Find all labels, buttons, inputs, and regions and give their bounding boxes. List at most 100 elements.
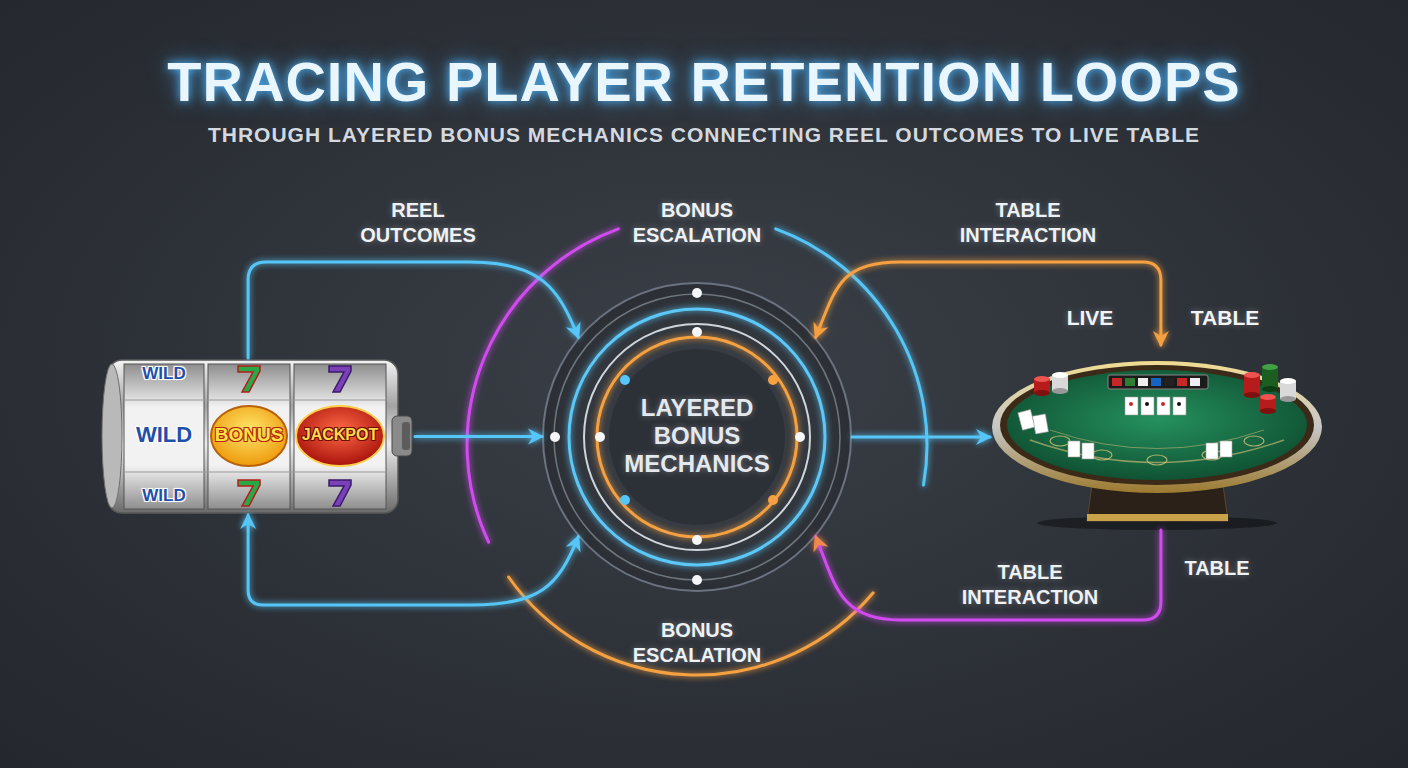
- playing-card: [1033, 414, 1049, 434]
- chip-stack: [1262, 386, 1278, 392]
- playing-card: [1220, 441, 1232, 457]
- playing-card: [1173, 397, 1186, 415]
- seven-symbol: [238, 480, 260, 506]
- chip-tray: [1112, 378, 1122, 386]
- chip-tray: [1190, 378, 1200, 386]
- betting-spot: [1092, 450, 1112, 460]
- table-heading: TABLE: [1180, 305, 1270, 331]
- ring-node-dot: [550, 432, 560, 442]
- chip-tray: [1164, 378, 1174, 386]
- ring-label: BONUS ESCALATION: [612, 618, 782, 668]
- chip-stack: [1244, 392, 1260, 398]
- edge-label: REEL OUTCOMES: [348, 198, 488, 248]
- betting-spot: [1147, 455, 1167, 465]
- ring-node-dot: [620, 495, 630, 505]
- slot-body: [402, 422, 410, 450]
- playing-card: [1157, 397, 1170, 415]
- ring: [584, 324, 810, 550]
- ring-node-dot: [692, 288, 702, 298]
- ring-node-dot: [768, 375, 778, 385]
- table-heading: LIVE: [1050, 305, 1130, 331]
- table-top: [1000, 365, 1314, 485]
- edge-label: TABLE INTERACTION: [940, 560, 1120, 610]
- reel-symbol: WILD: [114, 486, 214, 506]
- chip-stack: [1244, 372, 1260, 378]
- edge-label: TABLE INTERACTION: [938, 198, 1118, 248]
- chip-stack: [1260, 394, 1276, 400]
- playing-card: [1018, 409, 1035, 430]
- chip-stack: [1052, 388, 1068, 394]
- chip-stack: [1052, 372, 1068, 378]
- playing-card: [1129, 402, 1133, 406]
- slot-body: [102, 360, 412, 513]
- connector-arrow: [816, 262, 1161, 345]
- live-table-illustration: [990, 345, 1325, 530]
- ring-node-dot: [692, 535, 702, 545]
- diagram-title: TRACING PLAYER RETENTION LOOPS: [0, 50, 1408, 114]
- seven-symbol: [329, 480, 351, 506]
- chip-tray: [1138, 378, 1148, 386]
- playing-card: [1206, 443, 1218, 459]
- connector-arrow: [415, 435, 542, 438]
- reel-symbol: JACKPOT: [280, 426, 400, 444]
- chip-stack: [1262, 364, 1278, 370]
- chip-stack: [1260, 408, 1276, 414]
- ring-node-dot: [692, 575, 702, 585]
- ring: [543, 283, 851, 591]
- chip-tray: [1177, 378, 1187, 386]
- bonus-core-circle: LAYERED BONUS MECHANICS: [542, 282, 852, 592]
- playing-card: [1141, 397, 1154, 415]
- connector-arrow: [816, 530, 1161, 620]
- playing-card: [1018, 397, 1232, 459]
- seven-symbol: [238, 366, 260, 392]
- ring-node-dot: [692, 327, 702, 337]
- chip-stack: [1034, 376, 1050, 382]
- playing-card: [1145, 402, 1149, 406]
- playing-card: [1068, 441, 1080, 457]
- connector-arrow: [852, 436, 990, 439]
- slot-body: [102, 364, 122, 508]
- reel-symbol: BONUS: [199, 424, 299, 446]
- ring: [569, 309, 825, 565]
- betting-spot: [1244, 436, 1264, 446]
- table-tag: TABLE: [1172, 556, 1262, 581]
- playing-card: [1125, 397, 1138, 415]
- ring-node-dot: [595, 432, 605, 442]
- chip-stack: [1280, 396, 1296, 402]
- connector-arrow: [248, 262, 578, 358]
- betting-spot: [1050, 436, 1264, 465]
- ring: [554, 294, 840, 580]
- live-table: LIVETABLE: [990, 345, 1325, 530]
- ring-label: BONUS ESCALATION: [612, 198, 782, 248]
- seven-symbol: [329, 366, 351, 392]
- ring-node-dot: [550, 288, 805, 585]
- chip-tray: [1108, 375, 1208, 389]
- escalation-arc: [467, 229, 927, 675]
- playing-card: [1082, 443, 1094, 459]
- ring-node-dot: [795, 432, 805, 442]
- table-base: [1087, 514, 1228, 521]
- playing-card: [1177, 402, 1181, 406]
- ring-node-dot: [620, 375, 630, 385]
- table-top: [992, 361, 1322, 493]
- slot-body: [392, 416, 412, 456]
- chip-tray: [1108, 375, 1208, 389]
- chip-stack: [1034, 364, 1296, 414]
- ring-node-dot: [768, 495, 778, 505]
- reel-symbol: WILD: [114, 422, 214, 448]
- chip-stack: [1262, 367, 1278, 389]
- chip-stack: [1280, 378, 1296, 384]
- reel-symbol: WILD: [114, 364, 214, 384]
- subtitle: THROUGH LAYERED BONUS MECHANICS CONNECTI…: [0, 122, 1408, 148]
- betting-spot: [1050, 436, 1070, 446]
- slot-reel: [124, 400, 386, 401]
- chip-tray: [1151, 378, 1161, 386]
- ring: [543, 283, 851, 591]
- chip-stack: [1034, 390, 1050, 396]
- ring: [597, 337, 797, 537]
- slot-machine: WILDWILDBONUSJACKPOTWILD: [100, 358, 415, 515]
- core-label: LAYERED BONUS MECHANICS: [607, 394, 787, 478]
- playing-card: [1161, 402, 1165, 406]
- table-top: [992, 361, 1322, 493]
